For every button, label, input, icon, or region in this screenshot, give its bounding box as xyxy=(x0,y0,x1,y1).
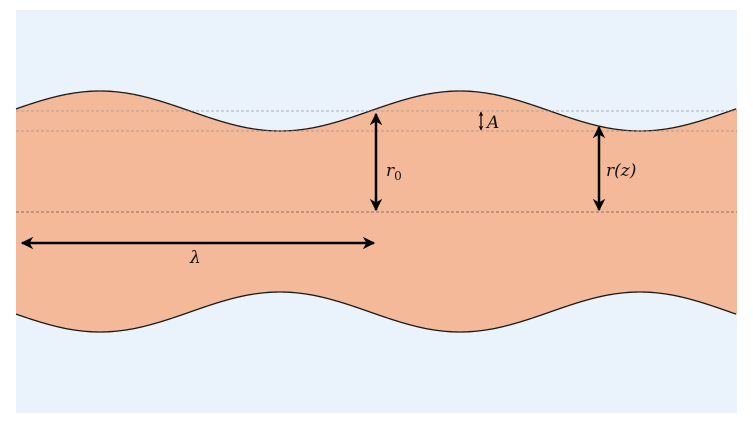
amplitude-label: A xyxy=(485,113,499,133)
local-radius-label: r(z) xyxy=(606,161,636,181)
mean-radius-subscript: 0 xyxy=(394,169,402,183)
mean-radius-label: r0 xyxy=(386,161,402,183)
wavelength-label: λ xyxy=(189,248,201,268)
bottom-wall-curve xyxy=(15,291,737,333)
tube-body xyxy=(16,91,737,332)
top-wall-curve xyxy=(15,90,737,132)
mean-radius-symbol: r xyxy=(386,161,395,181)
